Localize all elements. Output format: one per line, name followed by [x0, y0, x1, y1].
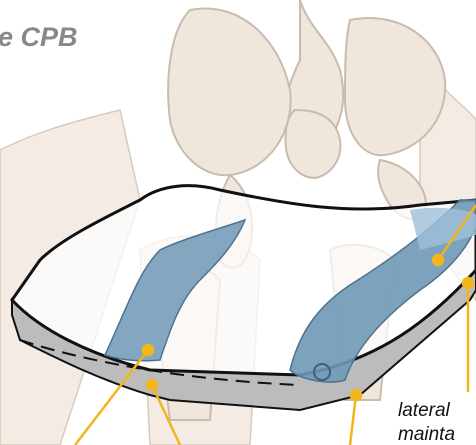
- pointer-dot-5: [463, 278, 473, 288]
- pointer-dot-2: [147, 380, 157, 390]
- pointer-dot-1: [143, 345, 153, 355]
- pointer-dot-4: [433, 255, 443, 265]
- figure-title: e CPB: [0, 22, 78, 53]
- caption-line-1: lateral: [398, 400, 450, 422]
- caption-line-2: mainta: [398, 424, 455, 445]
- pointer-dot-3: [351, 390, 361, 400]
